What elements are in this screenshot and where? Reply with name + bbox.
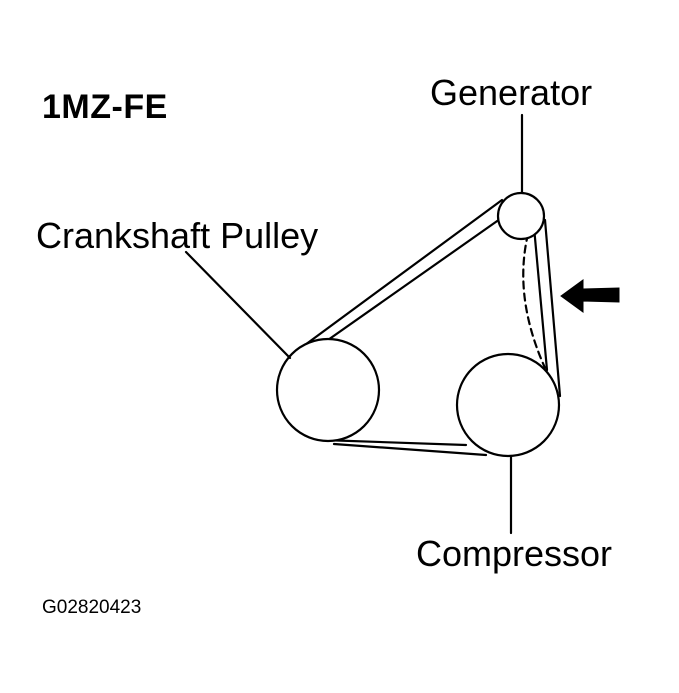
compressor-label: Compressor — [416, 533, 613, 574]
belt-segment-generator-compressor — [532, 218, 562, 398]
belt-segment-generator-crankshaft — [288, 198, 512, 358]
engine-code-label: 1MZ-FE — [42, 88, 168, 126]
belt-segment-crankshaft-compressor — [320, 438, 488, 457]
crankshaft-leader-line — [184, 250, 292, 360]
generator-label: Generator — [430, 72, 593, 113]
crankshaft-pulley-label: Crankshaft Pulley — [36, 215, 319, 256]
belt-deflection-dashed-line — [522, 232, 547, 370]
figure-id-label: G02820423 — [42, 597, 142, 618]
compressor-pulley — [455, 352, 561, 458]
generator-pulley — [496, 191, 546, 241]
crankshaft-pulley — [275, 337, 381, 443]
arrow-left-icon — [560, 279, 620, 313]
